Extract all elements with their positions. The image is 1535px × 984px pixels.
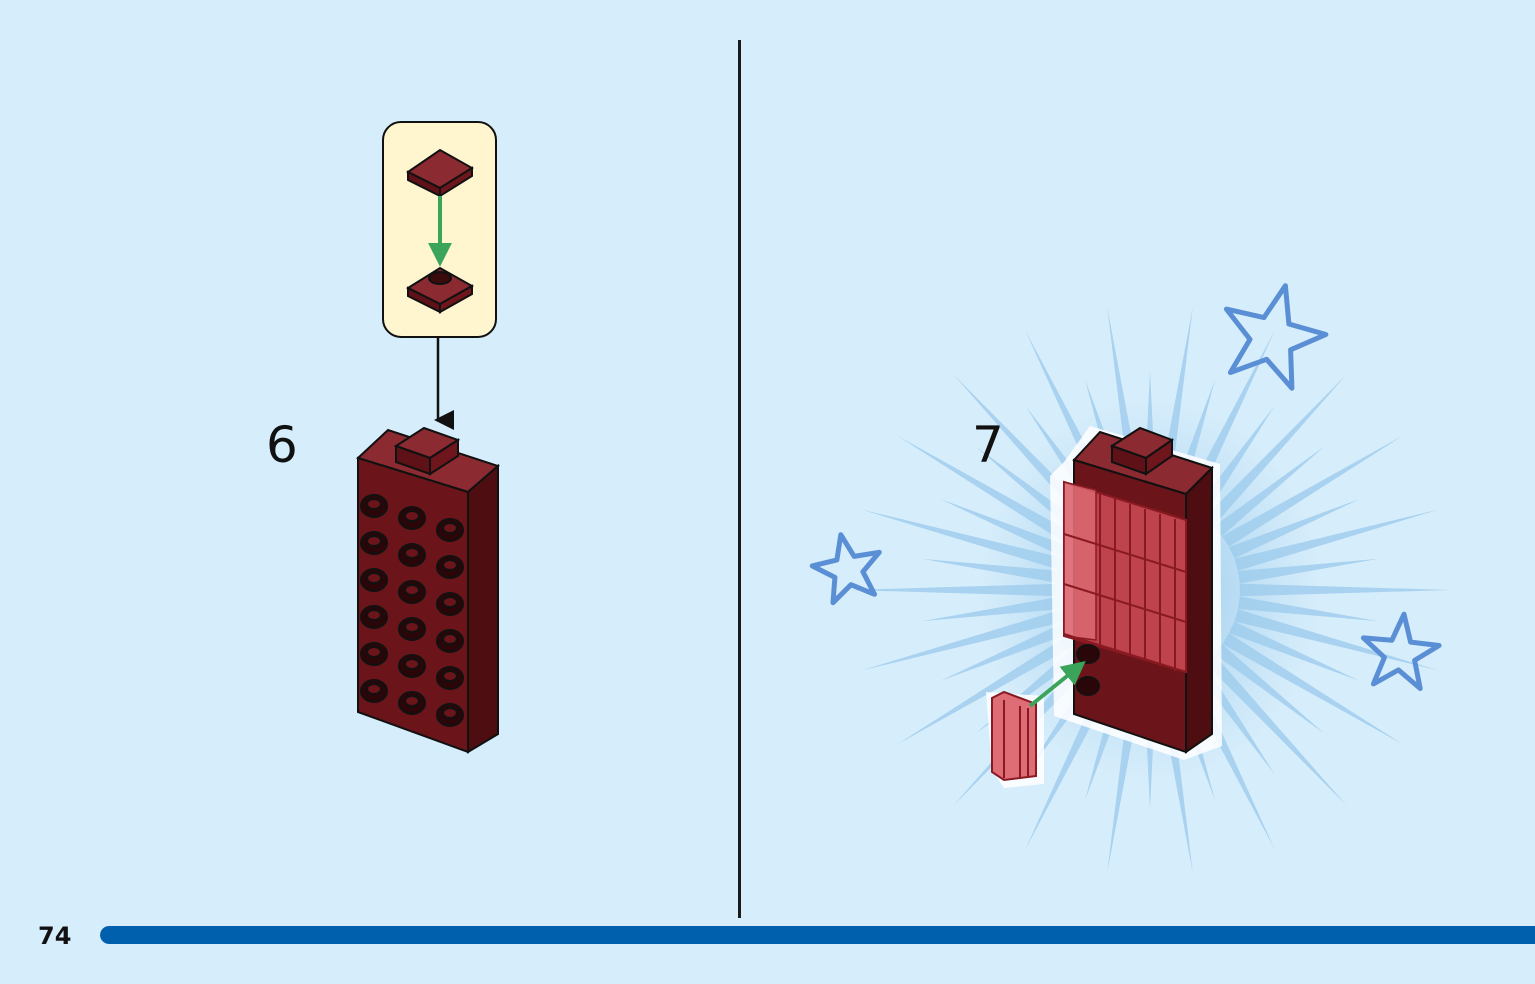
tile-1x1-icon bbox=[406, 148, 474, 198]
grille-seam bbox=[1063, 533, 1187, 573]
progress-bar bbox=[100, 926, 1535, 944]
step-number-7: 7 bbox=[972, 416, 1004, 474]
grille-seam bbox=[1063, 633, 1187, 673]
stud-inner-icon bbox=[366, 646, 382, 658]
page-number: 74 bbox=[38, 922, 72, 950]
stud-inner-icon bbox=[442, 707, 458, 719]
brick-assembly-step7 bbox=[986, 426, 1222, 788]
arrow-green-icon bbox=[1028, 660, 1086, 708]
stud-inner-icon bbox=[404, 695, 420, 707]
step-number-6: 6 bbox=[266, 416, 298, 474]
progress-bar-fill bbox=[100, 926, 1535, 944]
stud-inner-icon bbox=[366, 683, 382, 695]
stud-inner-icon bbox=[366, 498, 382, 510]
stud-inner-icon bbox=[404, 510, 420, 522]
brick-assembly-step6 bbox=[356, 426, 500, 754]
grille-seam bbox=[1063, 583, 1187, 623]
stud-inner-icon bbox=[442, 522, 458, 534]
page-divider bbox=[738, 40, 741, 918]
stud-inner-icon bbox=[404, 621, 420, 633]
stud-inner-icon bbox=[366, 572, 382, 584]
stud-inner-icon bbox=[404, 584, 420, 596]
stud-inner-icon bbox=[366, 535, 382, 547]
stud-inner-icon bbox=[442, 670, 458, 682]
stud-inner-icon bbox=[404, 658, 420, 670]
plate-1x1-icon bbox=[405, 266, 475, 314]
stud-inner-icon bbox=[366, 609, 382, 621]
stud-inner-icon bbox=[442, 633, 458, 645]
stud-inner-icon bbox=[442, 596, 458, 608]
stud-inner-icon bbox=[442, 559, 458, 571]
stud-inner-icon bbox=[404, 547, 420, 559]
callout-box bbox=[382, 121, 497, 338]
star-icon bbox=[809, 283, 1442, 691]
